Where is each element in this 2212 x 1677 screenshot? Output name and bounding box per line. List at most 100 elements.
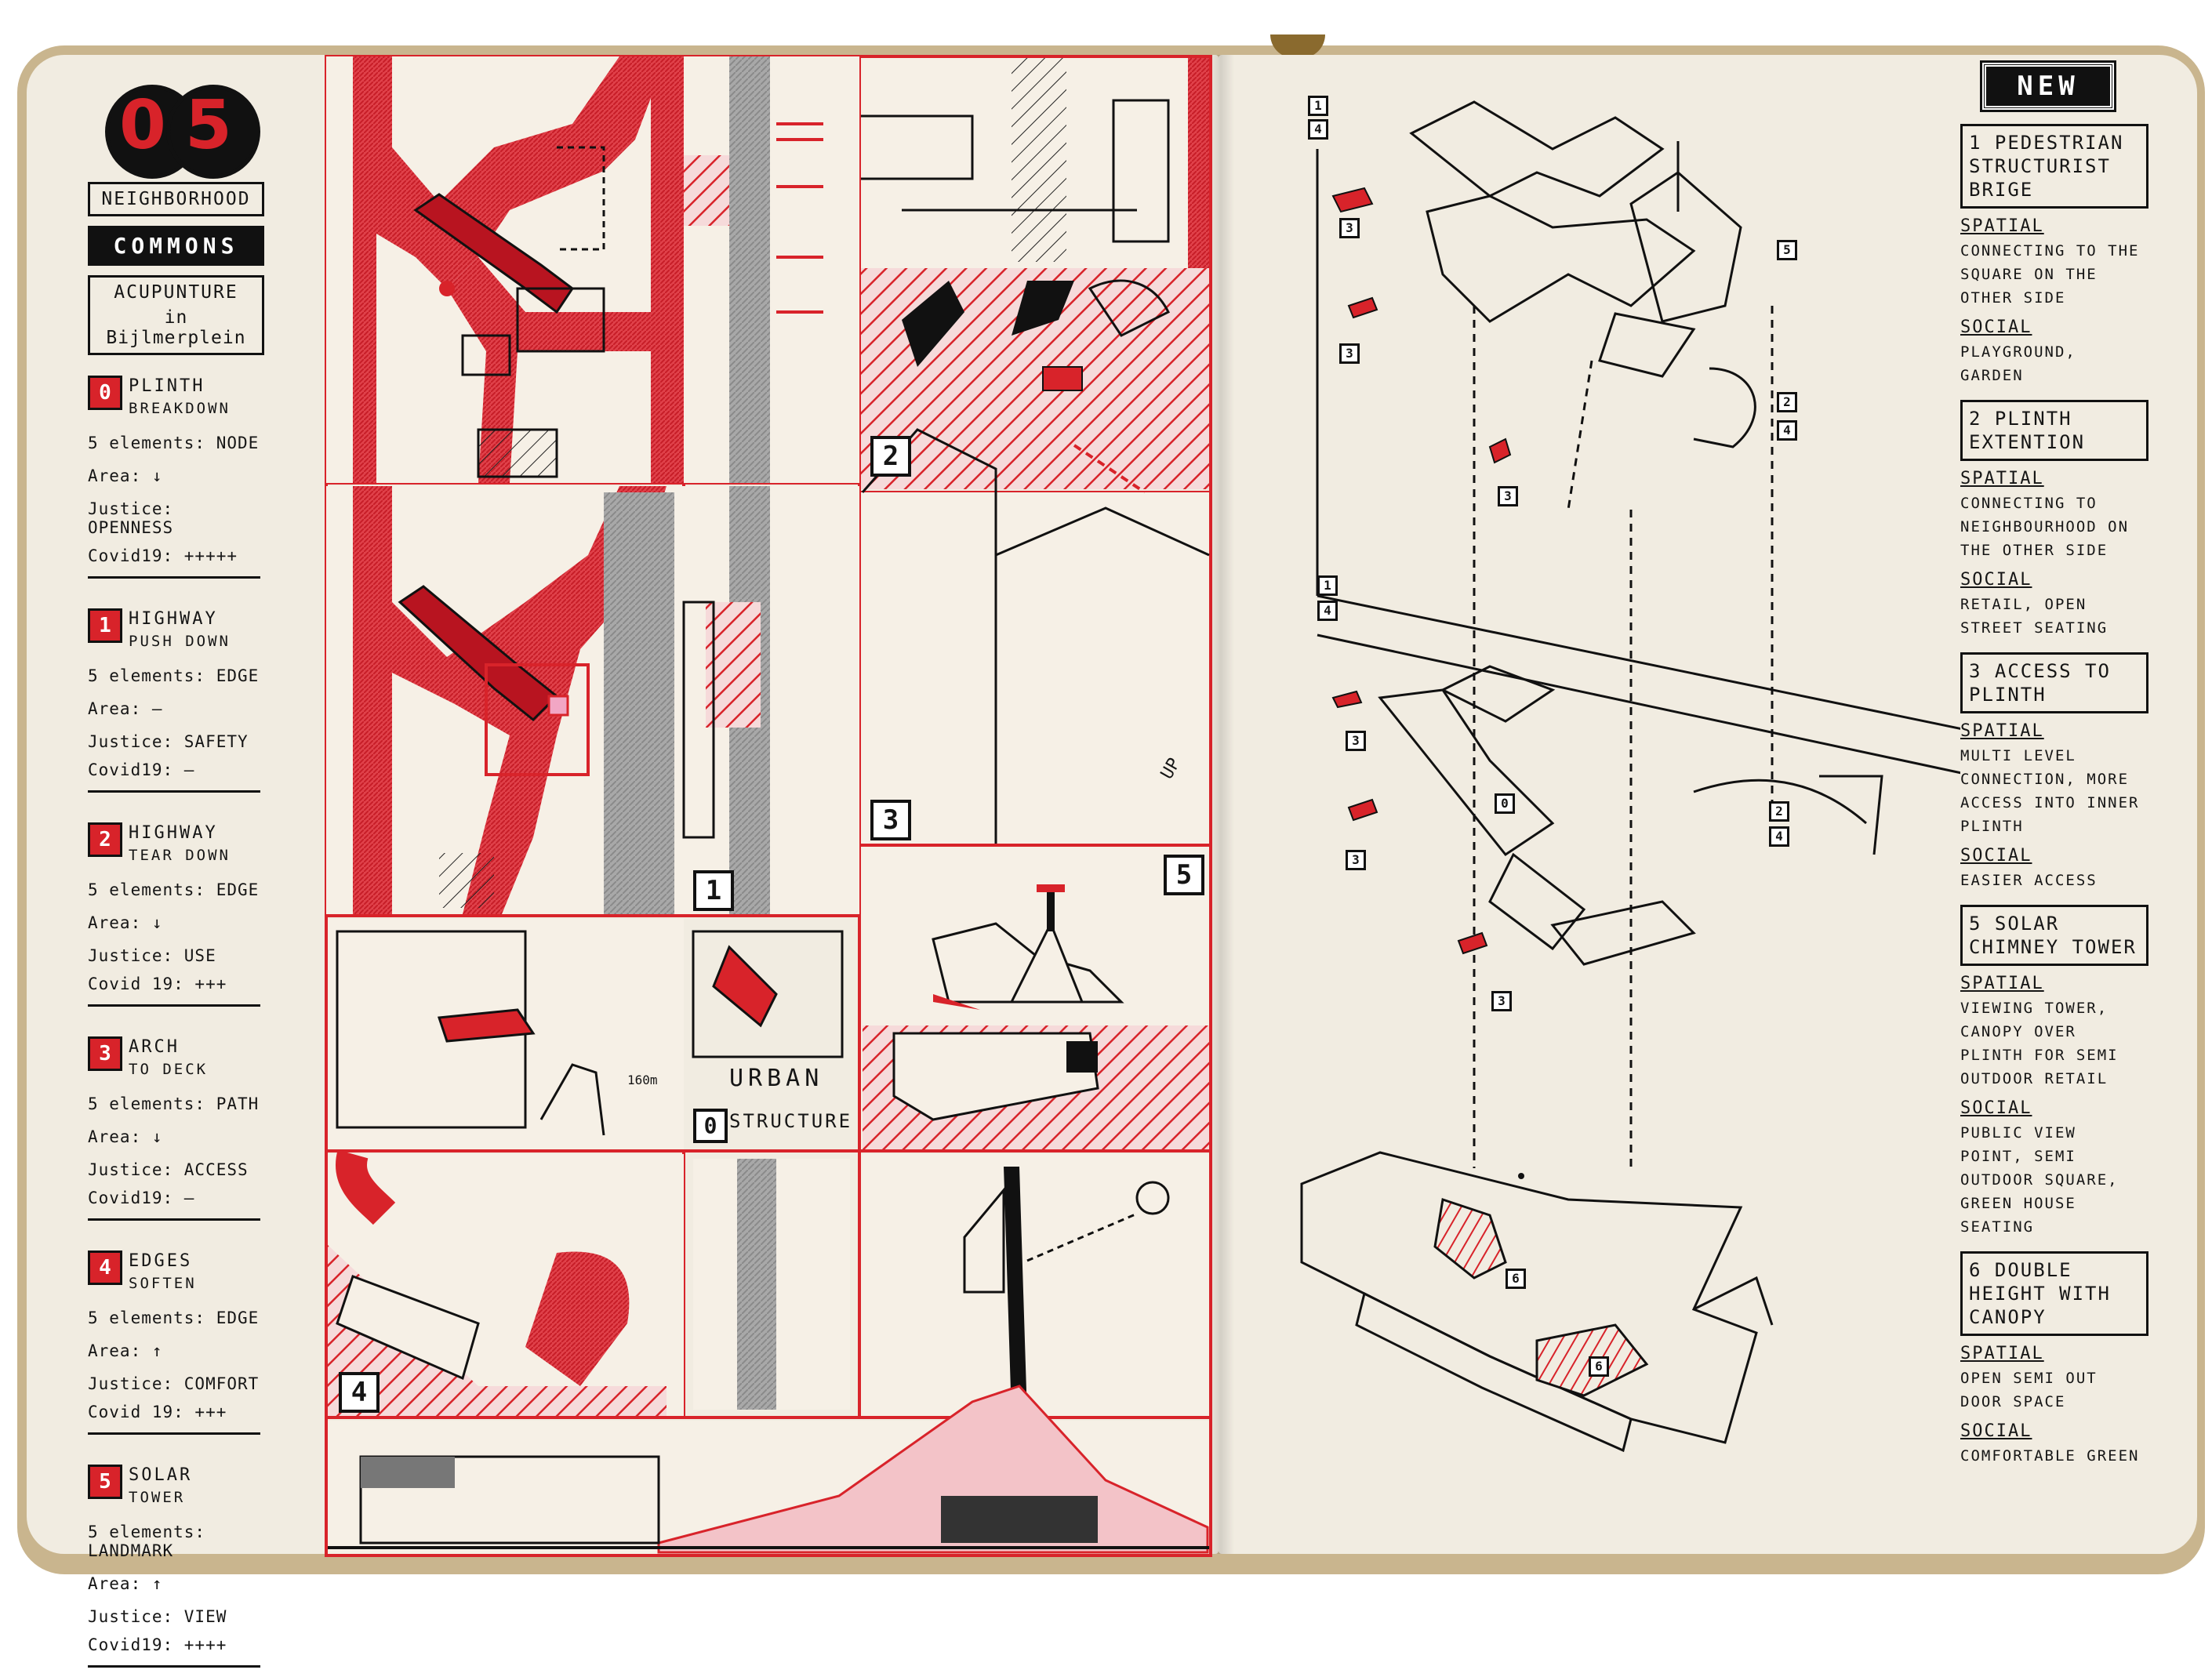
item-elements: 5 elements: PATH	[88, 1094, 260, 1113]
legend-title: 2 PLINTH EXTENTION	[1960, 400, 2148, 461]
urban-label: URBAN	[729, 1065, 824, 1092]
marker-6b: 6	[1589, 1356, 1609, 1377]
marker-4: 4	[1308, 119, 1328, 140]
panel-number-4: 4	[339, 1372, 380, 1413]
spatial-label: SPATIAL	[1960, 469, 2044, 488]
social-label: SOCIAL	[1960, 1421, 2032, 1441]
tower-axonometric-panel-5	[861, 847, 1209, 1149]
plan-street-network-top	[326, 56, 859, 483]
dimension-label: 160m	[627, 1073, 658, 1087]
item-justice: Justice: ACCESS	[88, 1160, 249, 1179]
legend-item: 2 PLINTH EXTENTION SPATIAL CONNECTING TO N…	[1960, 400, 2148, 640]
item-number: 4	[88, 1250, 122, 1285]
spatial-label: SPATIAL	[1960, 721, 2044, 741]
title-acupuncture: ACUPUNTURE in Bijlmerplein	[88, 275, 264, 355]
item-covid: Covid 19: +++	[88, 1403, 227, 1421]
exploded-axonometric	[1300, 100, 1960, 1453]
item-elements: 5 elements: LANDMARK	[88, 1523, 206, 1560]
chapter-digit-0: 0	[119, 86, 166, 165]
marker-6a: 6	[1506, 1269, 1526, 1289]
chapter-badge: 0 5	[88, 85, 268, 179]
marker-1b: 1	[1317, 575, 1338, 596]
spatial-label: SPATIAL	[1960, 1344, 2044, 1363]
marker-3d: 3	[1346, 731, 1366, 751]
divider	[88, 576, 260, 579]
item-number: 5	[88, 1465, 122, 1499]
item-area: Area: ↑	[88, 1574, 163, 1593]
spatial-text: MULTI LEVEL CONNECTION, MORE ACCESS INTO…	[1960, 747, 2140, 835]
marker-2b: 2	[1769, 801, 1789, 822]
marker-1: 1	[1308, 96, 1328, 116]
social-text: PLAYGROUND, GARDEN	[1960, 343, 2076, 384]
marker-2a: 2	[1777, 392, 1797, 412]
social-text: COMFORTABLE GREEN	[1960, 1447, 2140, 1465]
panel-number-1: 1	[693, 870, 734, 911]
spatial-text: CONNECTING TO THE SQUARE ON THE OTHER SI…	[1960, 242, 2140, 307]
panel-number-0: 0	[693, 1109, 728, 1143]
urban-structure-panel-0	[328, 919, 844, 1149]
item-elements: 5 elements: NODE	[88, 434, 260, 452]
social-label: SOCIAL	[1960, 846, 2032, 866]
divider	[88, 1432, 260, 1435]
social-label: SOCIAL	[1960, 1098, 2032, 1118]
item-covid: Covid19: +++++	[88, 546, 238, 565]
structure-label: STRUCTURE	[729, 1110, 853, 1132]
item-elements: 5 elements: EDGE	[88, 666, 260, 685]
item-area: Area: ↓	[88, 1127, 163, 1146]
item-justice: Justice: USE	[88, 946, 216, 965]
plan-panel-1	[326, 486, 859, 914]
item-area: Area: ↑	[88, 1341, 163, 1360]
item-justice: Justice: SAFETY	[88, 732, 249, 751]
caption-column: 0 5 NEIGHBORHOOD COMMONS ACUPUNTURE in B…	[88, 85, 264, 1677]
item-covid: Covid 19: +++	[88, 975, 227, 993]
tower-section	[328, 1154, 1209, 1554]
item-number: 1	[88, 608, 122, 643]
social-text: RETAIL, OPEN STREET SEATING	[1960, 596, 2108, 637]
item-elements: 5 elements: EDGE	[88, 880, 260, 899]
social-label: SOCIAL	[1960, 318, 2032, 337]
legend-title: 5 SOLAR CHIMNEY TOWER	[1960, 905, 2148, 966]
panel-number-2: 2	[870, 436, 911, 477]
item-number: 3	[88, 1036, 122, 1071]
red-accents	[1331, 187, 1512, 955]
spatial-text: CONNECTING TO NEIGHBOURHOOD ON THE OTHER…	[1960, 495, 2130, 559]
chapter-digit-5: 5	[185, 86, 232, 165]
divider	[88, 1218, 260, 1221]
marker-4c: 4	[1769, 826, 1789, 847]
item-area: Area: ↓	[88, 913, 163, 932]
marker-3e: 3	[1346, 850, 1366, 870]
new-label: NEW	[1980, 60, 2116, 112]
marker-3a: 3	[1339, 218, 1360, 238]
marker-4a: 4	[1777, 420, 1797, 441]
spatial-text: OPEN SEMI OUT DOOR SPACE	[1960, 1370, 2098, 1410]
marker-3b: 3	[1339, 343, 1360, 364]
item-area: Area: –	[88, 699, 163, 718]
social-label: SOCIAL	[1960, 570, 2032, 590]
panel-number-3: 3	[870, 800, 911, 840]
panel-number-5: 5	[1164, 855, 1204, 895]
sketch-grid: 1 2 3 4 5 0 URBAN STRUCTURE UP 160m	[321, 53, 1212, 1562]
spatial-label: SPATIAL	[1960, 974, 2044, 993]
sketch-drawing	[325, 55, 1212, 1557]
item-justice: Justice: VIEW	[88, 1607, 227, 1626]
social-text: PUBLIC VIEW POINT, SEMI OUTDOOR SQUARE, …	[1960, 1124, 2119, 1236]
item-elements: 5 elements: EDGE	[88, 1309, 260, 1327]
item-justice: Justice: COMFORT	[88, 1374, 260, 1393]
marker-3c: 3	[1498, 486, 1518, 506]
spatial-label: SPATIAL	[1960, 216, 2044, 236]
